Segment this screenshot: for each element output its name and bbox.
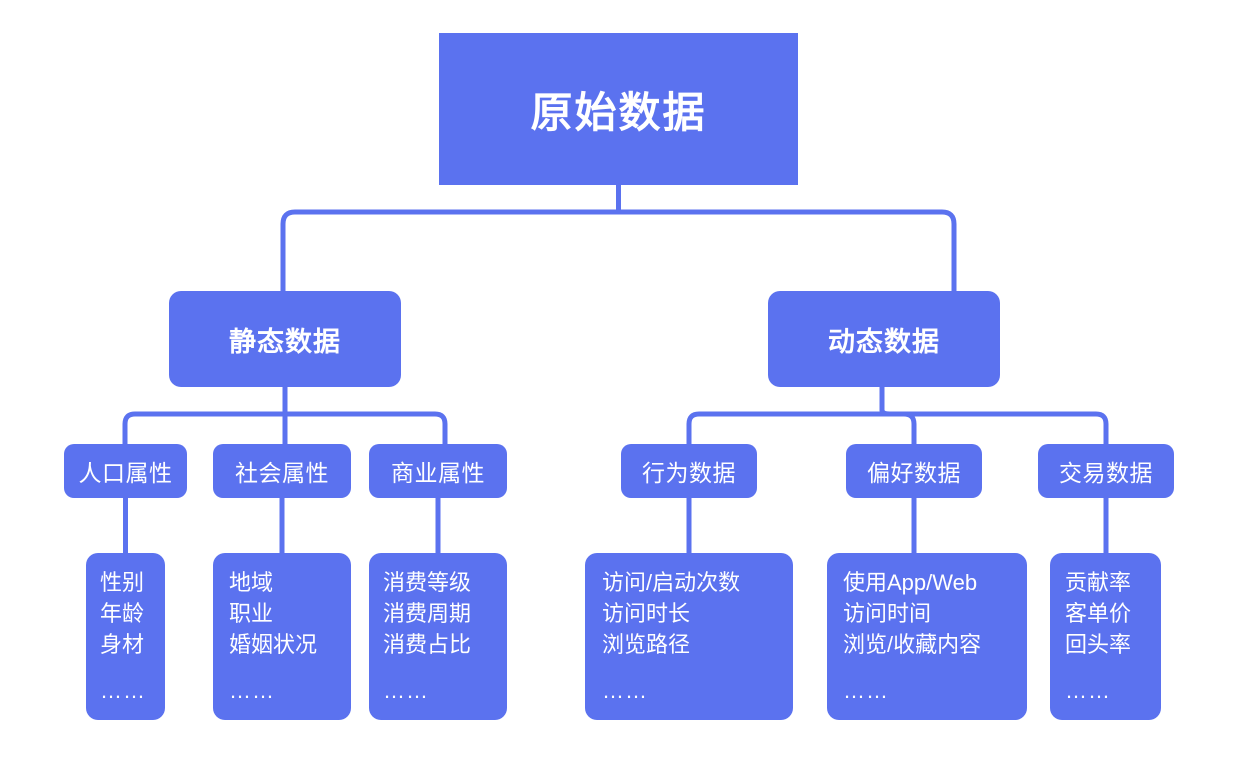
leaf-item: 消费周期 [383,601,472,627]
node-preference[interactable]: 偏好数据 [846,444,982,498]
leaf-ellipsis: …… [1065,677,1111,703]
leaf-item: 客单价 [1065,601,1132,627]
leaf-item: 回头率 [1065,632,1132,658]
node-transaction[interactable]: 交易数据 [1038,444,1174,498]
node-commercial-label: 商业属性 [391,460,485,486]
node-behavior[interactable]: 行为数据 [621,444,757,498]
leaf-ellipsis: …… [229,677,275,703]
leaf-item: 访问/启动次数 [602,570,741,595]
leaf-ellipsis: …… [602,677,648,703]
leaf-item: 访问时间 [843,601,932,627]
leaf-card-commercial[interactable]: 消费等级 消费周期 消费占比 …… [369,553,507,720]
node-static-data-label: 静态数据 [229,326,341,357]
node-demographic[interactable]: 人口属性 [64,444,187,498]
leaf-item: 使用App/Web [843,570,978,595]
leaf-item: 身材 [100,632,145,658]
leaf-item: 浏览路径 [602,632,691,658]
leaf-card-demographic[interactable]: 性别 年龄 身材 …… [86,553,165,720]
leaf-ellipsis: …… [100,677,146,703]
leaf-ellipsis: …… [843,677,889,703]
node-behavior-label: 行为数据 [642,460,736,486]
leaf-item: 职业 [229,601,274,627]
node-transaction-label: 交易数据 [1059,460,1153,486]
leaf-item: 消费占比 [383,632,472,658]
connector-root-bus [280,209,957,294]
connector-dynamic-bus [686,411,1109,447]
node-social-label: 社会属性 [235,460,329,486]
node-root-label: 原始数据 [530,88,707,136]
leaf-item: 贡献率 [1065,570,1132,595]
leaf-item: 年龄 [100,601,145,627]
leaf-item: 性别 [100,570,145,595]
leaf-card-preference[interactable]: 使用App/Web 访问时间 浏览/收藏内容 …… [827,553,1027,720]
node-demographic-label: 人口属性 [78,460,173,486]
leaf-item: 婚姻状况 [229,632,318,658]
node-static-data[interactable]: 静态数据 [169,291,401,387]
leaf-item: 访问时长 [602,601,691,627]
leaf-card-transaction[interactable]: 贡献率 客单价 回头率 …… [1050,553,1161,720]
leaf-card-social[interactable]: 地域 职业 婚姻状况 …… [213,553,351,720]
leaf-ellipsis: …… [383,677,429,703]
leaf-item: 浏览/收藏内容 [843,632,982,658]
node-dynamic-data-label: 动态数据 [828,326,940,357]
node-dynamic-data[interactable]: 动态数据 [768,291,1000,387]
connector-dynamic-center-jog [879,407,917,447]
leaf-card-behavior[interactable]: 访问/启动次数 访问时长 浏览路径 …… [585,553,793,720]
node-social[interactable]: 社会属性 [213,444,351,498]
node-preference-label: 偏好数据 [867,460,961,486]
node-commercial[interactable]: 商业属性 [369,444,507,498]
node-root[interactable]: 原始数据 [439,33,798,185]
leaf-item: 地域 [229,570,274,595]
connector-static-bus [122,411,448,447]
leaf-item: 消费等级 [383,570,472,595]
